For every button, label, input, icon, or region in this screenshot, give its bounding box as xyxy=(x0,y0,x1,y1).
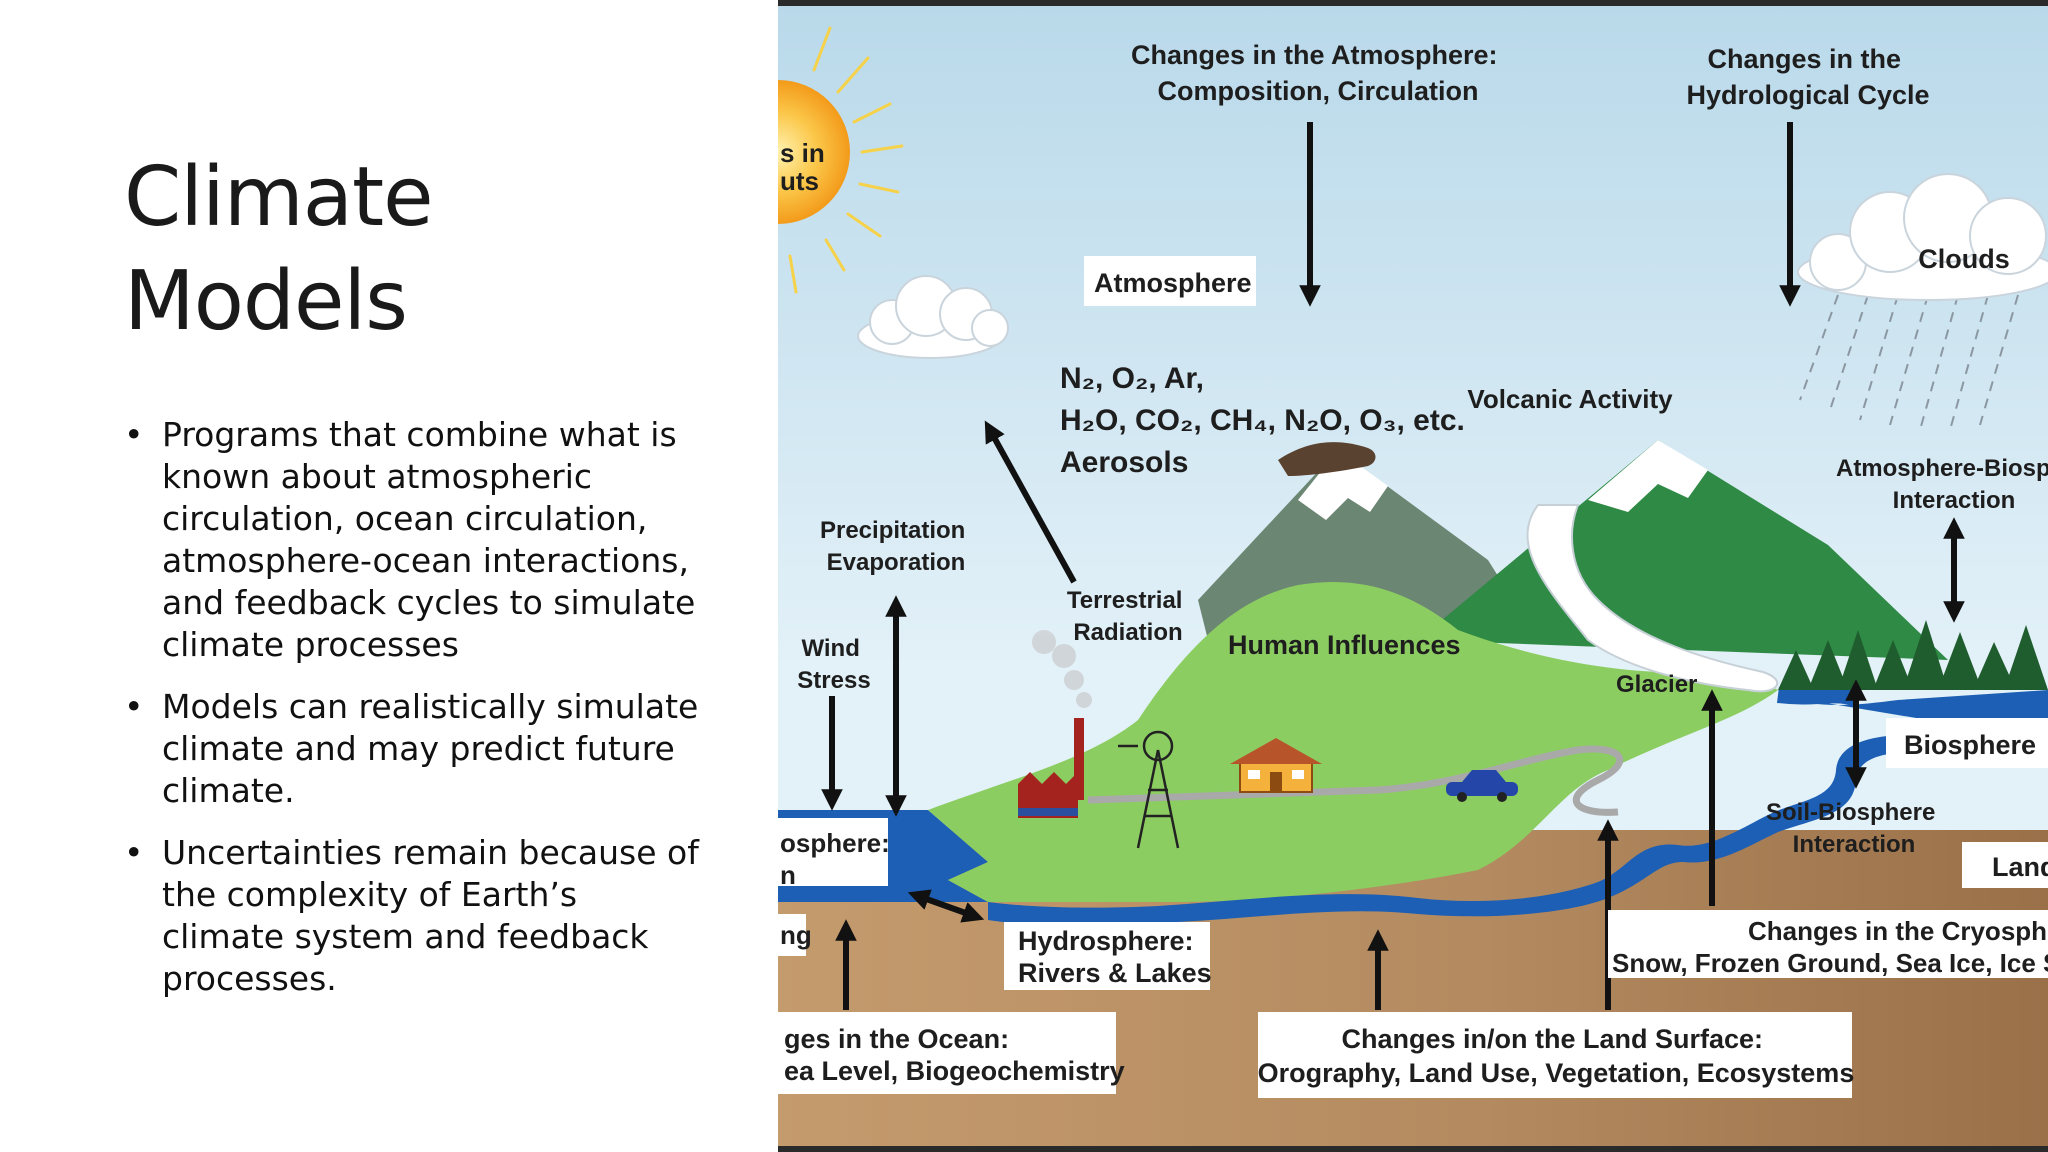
sun-icon xyxy=(778,26,904,294)
land-surface-label: Changes in/on the Land Surface: Orograph… xyxy=(1258,1024,1855,1088)
road xyxy=(1087,745,1624,816)
bullet-item: Models can realistically simulate climat… xyxy=(124,686,704,812)
rain-cloud-icon xyxy=(1797,173,2048,431)
label-line: Stress xyxy=(797,667,870,694)
bullet-list: Programs that combine what is known abou… xyxy=(124,414,704,1020)
biosphere-box xyxy=(1886,718,2048,768)
changes-hydro-label: Changes in the Hydrological Cycle xyxy=(1686,44,1929,110)
land-box xyxy=(1962,842,2048,888)
changes-atmosphere-label: Changes in the Atmosphere: Composition, … xyxy=(1131,40,1505,106)
bullet-item: Uncertainties remain because of the comp… xyxy=(124,832,704,1000)
hydrosphere-rivers-label: Hydrosphere: Rivers & Lakes xyxy=(1018,926,1212,988)
double-arrows xyxy=(885,517,1965,923)
label-line: Changes in/on the Land Surface: xyxy=(1341,1024,1763,1054)
windmill-icon xyxy=(1118,730,1180,849)
cryosphere-box xyxy=(1608,910,2048,978)
title-line: Climate xyxy=(124,150,434,245)
label-line: Rivers & Lakes xyxy=(1018,958,1212,988)
bullet-item: Programs that combine what is known abou… xyxy=(124,414,704,666)
label-line: Interaction xyxy=(1893,487,2016,514)
precip-label: Precipitation Evaporation xyxy=(820,517,972,576)
cryosphere-label: Changes in the Cryosphe Snow, Frozen Gro… xyxy=(1612,916,2048,978)
label-line: Evaporation xyxy=(827,549,966,576)
human-influences-label: Human Influences xyxy=(1228,630,1461,660)
atm-bio-label: Atmosphere-Biosph Interaction xyxy=(1836,455,2048,514)
glacier-label: Glacier xyxy=(1616,671,1697,698)
label-line: H₂O, CO₂, CH₄, N₂O, O₃, etc. xyxy=(1060,404,1465,437)
label-line: osphere: xyxy=(780,828,890,858)
atmosphere-label: Atmosphere xyxy=(1094,268,1252,298)
label-line: Hydrosphere: xyxy=(1018,926,1194,956)
label-line: Interaction xyxy=(1793,831,1916,858)
label-line: Snow, Frozen Ground, Sea Ice, Ice S xyxy=(1612,948,2048,978)
cloud-icon xyxy=(857,275,1009,359)
label-line: Hydrological Cycle xyxy=(1686,80,1929,110)
green-land xyxy=(928,582,1778,902)
arrow xyxy=(984,420,1077,584)
dark-mountain xyxy=(1418,440,1948,660)
label-line: n xyxy=(780,860,796,890)
label-line: Changes in the Cryosphe xyxy=(1748,916,2048,946)
label-line: uts xyxy=(780,166,819,196)
label-line: Aerosols xyxy=(1060,446,1188,479)
label-line: Orography, Land Use, Vegetation, Ecosyst… xyxy=(1258,1058,1855,1088)
label-line: Changes in the Atmosphere: xyxy=(1131,40,1498,70)
volcanic-label: Volcanic Activity xyxy=(1467,384,1673,414)
title-line: Models xyxy=(124,254,408,349)
snow-peak-right xyxy=(1588,440,1708,512)
coupling-box xyxy=(778,914,806,956)
factory-icon xyxy=(1018,630,1092,818)
ocean-changes-label: ges in the Ocean: ea Level, Biogeochemis… xyxy=(784,1024,1125,1086)
snow-peak-left xyxy=(1298,450,1388,520)
label-line: Changes in the xyxy=(1707,44,1901,74)
label-line: s in xyxy=(780,138,825,168)
house-icon xyxy=(1230,738,1322,793)
clouds-label: Clouds xyxy=(1918,244,2010,274)
label-line: Composition, Circulation xyxy=(1158,76,1479,106)
arrows xyxy=(821,122,1801,1010)
climate-system-diagram: s in uts xyxy=(778,0,2048,1152)
hydrosphere-ocean-label: osphere: n xyxy=(780,828,897,890)
label-line: Terrestrial xyxy=(1067,587,1183,614)
hydrosphere-rivers-box xyxy=(1004,922,1210,990)
ocean-box xyxy=(778,1012,1116,1094)
wind-stress-label: Wind Stress xyxy=(797,635,870,694)
biosphere-label: Biosphere xyxy=(1904,730,2036,760)
coupling-label: ng xyxy=(780,920,812,950)
glacier xyxy=(1526,504,1778,693)
label-line: Wind xyxy=(801,635,859,662)
gases-label: N₂, O₂, Ar, H₂O, CO₂, CH₄, N₂O, O₃, etc.… xyxy=(1060,362,1473,479)
double-arrow xyxy=(907,889,985,923)
label-line: ea Level, Biogeochemistry xyxy=(784,1056,1125,1086)
label-line: Radiation xyxy=(1073,619,1182,646)
label-line: ges in the Ocean: xyxy=(784,1024,1009,1054)
label-line: Soil-Biosphere xyxy=(1766,799,1935,826)
terrestrial-label: Terrestrial Radiation xyxy=(1067,587,1189,646)
volcanic-smoke xyxy=(1278,442,1376,476)
label-line: N₂, O₂, Ar, xyxy=(1060,362,1204,395)
label-line: Precipitation xyxy=(820,517,965,544)
slide-title: Climate Models xyxy=(124,146,434,354)
forest-icon xyxy=(1778,620,2048,690)
soil-bio-label: Soil-Biosphere Interaction xyxy=(1766,799,1942,858)
land-surface-box xyxy=(1258,1012,1852,1098)
solar-inputs-label: s in uts xyxy=(780,138,832,196)
land-label: Land xyxy=(1992,852,2048,882)
label-line: Atmosphere-Biosph xyxy=(1836,455,2048,482)
hydrosphere-ocean-box xyxy=(778,818,888,886)
river xyxy=(988,690,2048,926)
car-icon xyxy=(1446,770,1518,802)
atmosphere-box xyxy=(1084,256,1256,306)
